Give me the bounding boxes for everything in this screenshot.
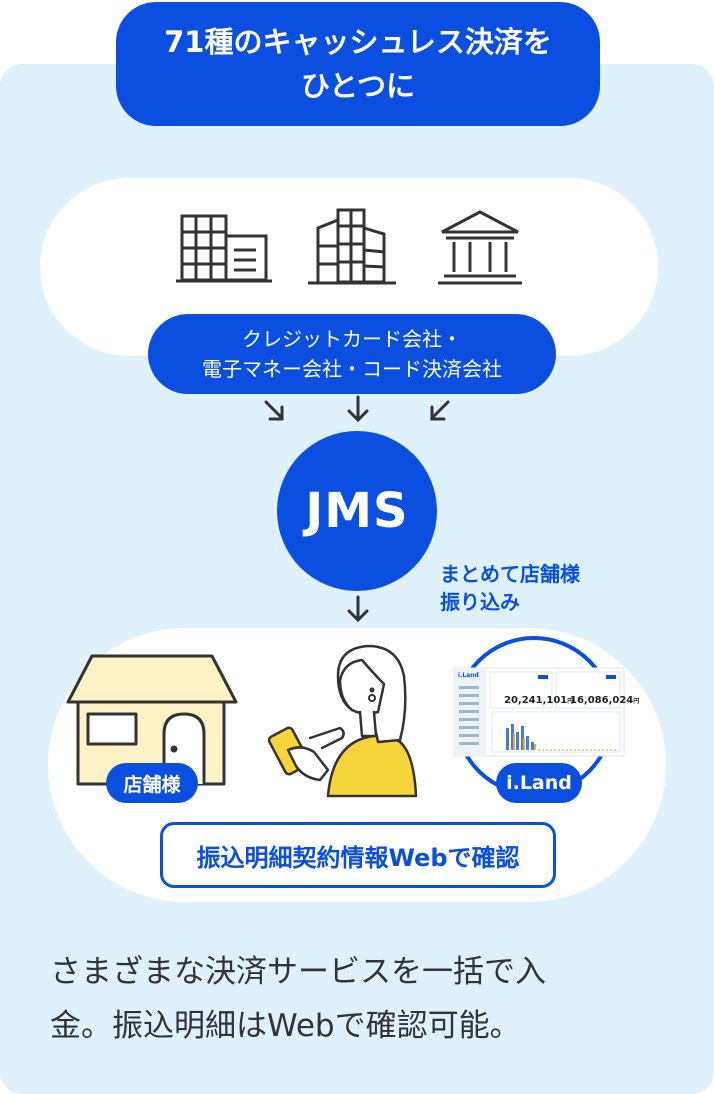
app-screen-value2: 16,086,024円 [570,695,640,706]
summary-line1: さまざまな決済サービスを一括で入 [50,954,546,990]
providers-line1: クレジットカード会社・ [242,327,462,351]
app-screen-value1: 20,241,101円 [504,695,574,706]
arrow-down-icon [347,595,369,623]
providers-line2: 電子マネー会社・コード決済会社 [202,357,502,381]
iland-badge: i.Land [496,763,582,803]
arrow-down-icon [347,395,369,423]
store-badge: 店舗様 [106,763,198,803]
headline-line2: ひとつに [301,69,415,103]
bank-icon [438,210,522,285]
app-screen-logo: i.Land [458,672,479,679]
summary-text: さまざまな決済サービスを一括で入 金。振込明細はWebで確認可能。 [50,945,670,1053]
web-check-label: 振込明細契約情報Webで確認 [160,822,556,888]
bulk-note-line2: 振り込み [440,590,520,614]
tower-building-icon [308,208,396,285]
providers-label: クレジットカード会社・ 電子マネー会社・コード決済会社 [148,314,556,394]
arrow-down-left-icon [430,400,450,421]
iland-app-preview [453,636,625,796]
summary-line2: 金。振込明細はWebで確認可能。 [50,1008,521,1044]
headline-line1: 71種のキャッシュレス決済を [164,25,552,59]
jms-circle: JMS [277,431,437,591]
bulk-note-line1: まとめて店舗様 [440,562,580,586]
woman-phone-illustration [268,644,418,798]
office-building-icon [176,214,272,283]
arrow-down-right-icon [264,400,284,421]
bulk-transfer-note: まとめて店舗様 振り込み [440,560,580,616]
headline-banner: 71種のキャッシュレス決済を ひとつに [116,2,600,126]
